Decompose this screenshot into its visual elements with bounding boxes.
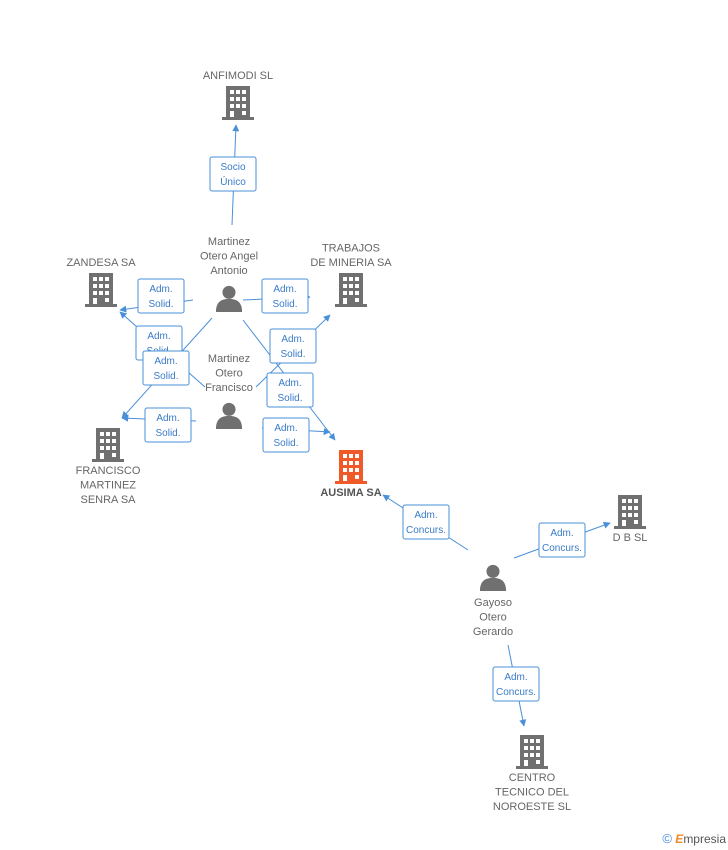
node-centro[interactable]: CENTRO TECNICO DEL NOROESTE SL xyxy=(493,735,571,813)
edge-label-text: Concurs. xyxy=(406,525,446,536)
person-icon xyxy=(479,564,507,591)
company-name: NOROESTE SL xyxy=(493,801,571,813)
edge-label-gayoso-dbsl[interactable]: Adm. Concurs. xyxy=(538,522,586,558)
brand-initial: E xyxy=(675,832,684,846)
person-icon xyxy=(215,402,243,429)
company-name: CENTRO xyxy=(509,772,556,784)
edge-label-text: Adm. xyxy=(273,284,296,295)
person-name: Gerardo xyxy=(473,626,513,638)
node-trabajos[interactable]: TRABAJOS DE MINERIA SA xyxy=(310,243,392,308)
edge-label-text: Adm. xyxy=(147,331,170,342)
building-icon xyxy=(335,273,367,307)
edge-label-text: Concurs. xyxy=(542,543,582,554)
building-icon xyxy=(516,735,548,769)
edge-label-text: Adm. xyxy=(149,284,172,295)
person-name: Antonio xyxy=(210,265,247,277)
edge-label-gayoso-ausima[interactable]: Adm. Concurs. xyxy=(402,504,450,540)
edge-label-box xyxy=(144,407,192,443)
edge-label-franciscop-trabajos[interactable]: Adm. Solid. xyxy=(269,328,317,364)
edge-label-box xyxy=(262,417,310,453)
edge-label-text: Adm. xyxy=(504,672,527,683)
company-name: SENRA SA xyxy=(80,494,136,506)
edge-label-box xyxy=(402,504,450,540)
edge-label-franciscop-ausima[interactable]: Adm. Solid. xyxy=(262,417,310,453)
company-name: DE MINERIA SA xyxy=(310,257,392,269)
edge-label-text: Adm. xyxy=(281,334,304,345)
edge-label-text: Solid. xyxy=(153,371,178,382)
edge-label-text: Adm. xyxy=(550,528,573,539)
edge-label-text: Adm. xyxy=(414,510,437,521)
edge-label-text: Solid. xyxy=(272,299,297,310)
edge-label-text: Solid. xyxy=(155,428,180,439)
person-name: Francisco xyxy=(205,382,253,394)
edge-label-text: Concurs. xyxy=(496,687,536,698)
node-francisco_sa[interactable]: FRANCISCO MARTINEZ SENRA SA xyxy=(76,428,141,506)
company-name: TRABAJOS xyxy=(322,243,380,255)
edge-label-text: Adm. xyxy=(154,356,177,367)
edge-label-text: Adm. xyxy=(278,378,301,389)
edge-label-angel-trabajos[interactable]: Adm. Solid. xyxy=(261,278,309,314)
company-name: ZANDESA SA xyxy=(66,257,136,269)
edge-label-text: Socio xyxy=(220,162,245,173)
building-icon xyxy=(222,86,254,120)
building-icon xyxy=(614,495,646,529)
person-name: Otero xyxy=(479,612,507,624)
person-name: Otero xyxy=(215,368,243,380)
company-name: TECNICO DEL xyxy=(495,787,569,799)
node-zandesa[interactable]: ZANDESA SA xyxy=(66,257,136,307)
edge-label-box xyxy=(209,156,257,192)
company-name: FRANCISCO xyxy=(76,465,141,477)
person-name: Gayoso xyxy=(474,597,512,609)
edge-label-angel-ausima[interactable]: Adm. Solid. xyxy=(266,372,314,408)
edge-label-text: Adm. xyxy=(274,423,297,434)
copyright-icon: © xyxy=(662,831,672,846)
edge-label-angel-zandesa[interactable]: Adm. Solid. xyxy=(137,278,185,314)
edge-label-box xyxy=(137,278,185,314)
edge-label-box xyxy=(492,666,540,702)
edge-label-box xyxy=(538,522,586,558)
edge-label-text: Solid. xyxy=(148,299,173,310)
edge-label-gayoso-centro[interactable]: Adm. Concurs. xyxy=(492,666,540,702)
brand-watermark: © Empresia xyxy=(662,831,726,846)
edge-label-box xyxy=(142,350,190,386)
building-icon xyxy=(92,428,124,462)
node-ausima[interactable]: AUSIMA SA xyxy=(320,450,382,499)
person-name: Otero Angel xyxy=(200,251,258,263)
edge-label-box xyxy=(269,328,317,364)
company-name: AUSIMA SA xyxy=(320,487,381,499)
person-name: Martinez xyxy=(208,236,250,248)
edge-label-text: Solid. xyxy=(273,438,298,449)
edge-label-text: Solid. xyxy=(280,349,305,360)
edge-label-text: Solid. xyxy=(277,393,302,404)
company-name: ANFIMODI SL xyxy=(203,70,273,82)
edge-label-text: Adm. xyxy=(156,413,179,424)
node-dbsl[interactable]: D B SL xyxy=(613,495,648,544)
company-name: MARTINEZ xyxy=(80,480,136,492)
edge-label-box xyxy=(261,278,309,314)
building-icon xyxy=(85,273,117,307)
edge-label-franciscop-francisco_sa[interactable]: Adm. Solid. xyxy=(144,407,192,443)
edge-label-box xyxy=(266,372,314,408)
node-anfimodi[interactable]: ANFIMODI SL xyxy=(203,70,273,120)
edge-label-text: Único xyxy=(220,175,246,188)
edge-label-franciscop-zandesa[interactable]: Adm. Solid. xyxy=(142,350,190,386)
company-name: D B SL xyxy=(613,532,648,544)
person-icon xyxy=(215,285,243,312)
brand-name: mpresia xyxy=(683,832,726,846)
building-icon xyxy=(335,450,367,484)
person-name: Martinez xyxy=(208,353,250,365)
